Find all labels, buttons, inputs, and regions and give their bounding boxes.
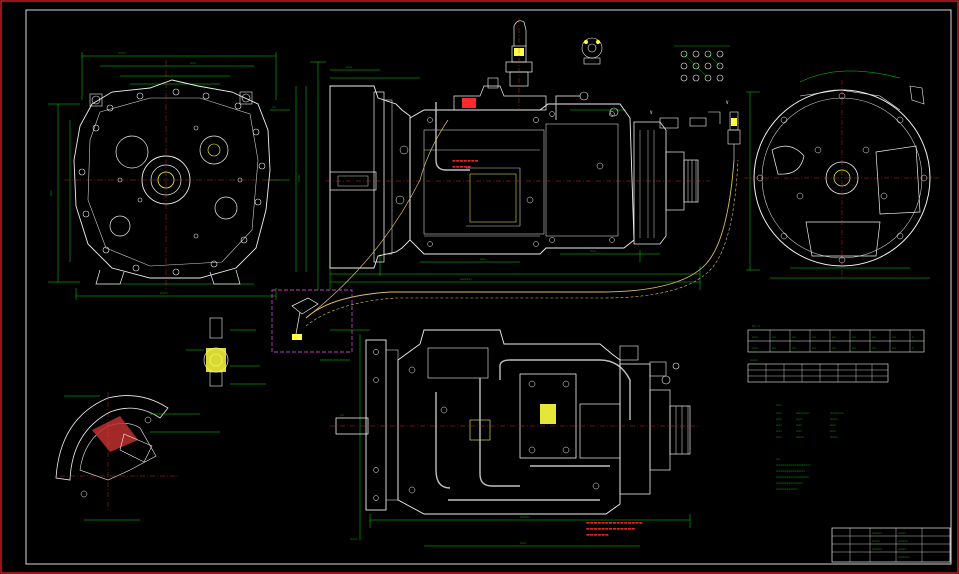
svg-text:▭▭▭▭▭▭▭▭▭▭▭▭▭▭▭▭▭▭: ▭▭▭▭▭▭▭▭▭▭▭▭▭▭▭▭▭▭ xyxy=(776,463,811,467)
svg-text:▭▭▭: ▭▭▭ xyxy=(776,435,782,439)
svg-text:▭▭▭▭: ▭▭▭▭ xyxy=(350,537,358,541)
svg-text:▭▭▭▭▭▭▭▭▭▭▭▭▭▭▭▭▭: ▭▭▭▭▭▭▭▭▭▭▭▭▭▭▭▭▭ xyxy=(776,475,809,479)
svg-text:▭▭▭▭▭: ▭▭▭▭▭ xyxy=(520,515,530,519)
svg-text:▭▭▭: ▭▭▭ xyxy=(796,423,802,427)
green-notes: ▭▭ ▭▭▭▭▭▭▭▭▭▭▭▭▭▭▭▭▭▭ ▭▭▭▭▭▭▭▭▭▭▭▭▭▭▭ ▭▭… xyxy=(776,457,811,491)
svg-text:▭▭: ▭▭ xyxy=(832,346,836,350)
svg-text:▭▭▭▭▭▭: ▭▭▭▭▭▭ xyxy=(898,555,910,559)
svg-text:▭▭: ▭▭ xyxy=(852,346,856,350)
parameter-table: ▭▭ ▭ ▭▭▭▭▭▭▭ ▭▭▭▭▭▭ ▭▭▭▭▭ ▭▭▭▭▭▭▭ ▭▭▭▭▭▭… xyxy=(747,324,925,353)
vertical-label-left: V xyxy=(650,110,653,115)
front-end-view: ▭▭▭▭ ▭▭▭ ▭▭▭ ▭▭▭▭ ▭▭ xyxy=(48,51,290,300)
svg-text:▭▭: ▭▭ xyxy=(872,335,876,339)
svg-text:▬▬▬▬▬▬: ▬▬▬▬▬▬ xyxy=(586,532,609,537)
svg-text:▭▭▭: ▭▭▭ xyxy=(590,249,596,253)
svg-text:▭▭▭: ▭▭▭ xyxy=(480,257,486,261)
vertical-label-right: V xyxy=(726,100,729,105)
svg-text:▭▭: ▭▭ xyxy=(772,335,776,339)
svg-text:▭▭▭: ▭▭▭ xyxy=(776,417,782,421)
svg-text:▭▭▭▭: ▭▭▭▭ xyxy=(750,358,758,362)
svg-text:▬▬▬▬▬▬▬: ▬▬▬▬▬▬▬ xyxy=(452,158,479,163)
svg-text:▭▭: ▭▭ xyxy=(340,413,344,417)
svg-text:▭▭: ▭▭ xyxy=(892,335,896,339)
svg-text:▭▭▭▭▭▭▭▭▭▭▭▭▭▭▭: ▭▭▭▭▭▭▭▭▭▭▭▭▭▭▭ xyxy=(776,469,805,473)
inner-drawing-frame xyxy=(25,9,952,565)
svg-text:▭▭▭: ▭▭▭ xyxy=(776,411,782,415)
svg-text:▬▬▬▬▬▬▬▬▬▬▬▬▬▬▬: ▬▬▬▬▬▬▬▬▬▬▬▬▬▬▬ xyxy=(586,520,643,525)
svg-text:▭▭: ▭▭ xyxy=(776,457,780,461)
svg-text:▭▭▭▭▭▭▭▭▭▭▭▭▭▭: ▭▭▭▭▭▭▭▭▭▭▭▭▭▭ xyxy=(776,481,803,485)
svg-text:▭▭▭: ▭▭▭ xyxy=(752,346,758,350)
svg-text:▭: ▭ xyxy=(912,335,914,339)
svg-text:▭▭▭: ▭▭▭ xyxy=(190,61,196,65)
shift-lever-detail xyxy=(186,317,266,387)
svg-text:▭▭▭▭▭▭▭▭▭▭▭: ▭▭▭▭▭▭▭▭▭▭▭ xyxy=(776,487,797,491)
svg-text:▭▭: ▭▭ xyxy=(892,346,896,350)
spec-list: ▭▭▭ ▭▭▭▭▭▭▭▭▭▭▭▭▭▭▭▭▭ ▭▭▭▭▭▭▭▭▭▭ ▭▭▭▭▭▭▭… xyxy=(776,403,844,439)
svg-text:▭▭: ▭▭ xyxy=(792,335,796,339)
svg-text:▭▭▭: ▭▭▭ xyxy=(776,403,782,407)
plan-view: ▭▭▭▭▭ ▭▭ ▭▭▭▭ ▭▭▭ ▬▬▬▬▬▬▬▬▬▬▬▬▬▬▬ ▬▬▬▬▬▬… xyxy=(320,329,700,547)
svg-text:▭▭▭▭▭: ▭▭▭▭▭ xyxy=(872,547,882,551)
ratio-table: ▭▭▭▭ xyxy=(747,358,889,383)
svg-text:▭▭▭▭: ▭▭▭▭ xyxy=(796,435,804,439)
title-block: ▭▭▭▭▭▭▭▭▭ ▭▭▭▭▭▭▭▭▭ ▭▭▭▭▭▭▭▭▭ ▭▭▭▭▭▭ xyxy=(831,527,951,563)
svg-text:▭▭▭▭: ▭▭▭▭ xyxy=(297,174,301,182)
svg-text:▭▭▭▭: ▭▭▭▭ xyxy=(118,51,126,55)
svg-text:▭▭▭▭: ▭▭▭▭ xyxy=(898,531,906,535)
svg-text:▭▭ ▭: ▭▭ ▭ xyxy=(752,324,760,328)
svg-text:▭▭▭: ▭▭▭ xyxy=(776,423,782,427)
svg-text:▭▭▭▭: ▭▭▭▭ xyxy=(160,291,168,295)
svg-text:▭▭▭: ▭▭▭ xyxy=(796,429,802,433)
svg-text:▭▭▭: ▭▭▭ xyxy=(776,429,782,433)
svg-text:▭▭▭▭▭: ▭▭▭▭▭ xyxy=(872,531,882,535)
svg-text:▭▭▭▭: ▭▭▭▭ xyxy=(830,435,838,439)
svg-text:▬▬▬▬▬▬▬▬▬▬▬▬▬: ▬▬▬▬▬▬▬▬▬▬▬▬▬ xyxy=(586,526,635,531)
svg-text:▭: ▭ xyxy=(912,346,914,350)
wiring-harness xyxy=(305,119,739,327)
svg-text:▭▭▭: ▭▭▭ xyxy=(752,335,758,339)
svg-text:▭▭▭▭▭▭▭: ▭▭▭▭▭▭▭ xyxy=(796,411,810,415)
svg-text:▭▭: ▭▭ xyxy=(812,335,816,339)
section-detail xyxy=(55,392,220,521)
svg-text:▭▭▭: ▭▭▭ xyxy=(346,65,352,69)
svg-text:▭▭: ▭▭ xyxy=(812,346,816,350)
svg-text:▭▭▭: ▭▭▭ xyxy=(49,190,53,196)
svg-text:▭▭▭▭▭: ▭▭▭▭▭ xyxy=(898,539,908,543)
svg-text:▭▭▭▭▭▭: ▭▭▭▭▭▭ xyxy=(460,277,472,281)
svg-text:▬▬▬▬▬: ▬▬▬▬▬ xyxy=(452,164,471,169)
svg-text:▭▭▭▭: ▭▭▭▭ xyxy=(830,417,838,421)
side-elevation-view: ▬▬▬▬▬▬▬ ▬▬▬▬▬ ▭▭▭ ▭▭▭▭▭▭ ▭▭▭ ▭▭▭▭ ▭▭▭ V … xyxy=(295,18,741,290)
svg-text:▭▭: ▭▭ xyxy=(792,346,796,350)
svg-text:▭▭: ▭▭ xyxy=(852,335,856,339)
rear-end-view xyxy=(744,70,940,280)
svg-text:▭▭: ▭▭ xyxy=(872,346,876,350)
svg-text:▭▭▭▭: ▭▭▭▭ xyxy=(898,547,906,551)
svg-text:▭▭: ▭▭ xyxy=(772,346,776,350)
svg-text:▭▭▭: ▭▭▭ xyxy=(520,541,526,545)
switch-pin-diagram xyxy=(581,37,730,82)
svg-text:▭▭: ▭▭ xyxy=(272,105,276,109)
connector-detail-box xyxy=(271,289,353,353)
red-note: ▬▬▬▬▬▬▬▬▬▬▬▬▬▬▬ ▬▬▬▬▬▬▬▬▬▬▬▬▬ ▬▬▬▬▬▬ xyxy=(586,520,643,537)
svg-text:▭▭▭: ▭▭▭ xyxy=(796,417,802,421)
svg-text:▭▭▭▭: ▭▭▭▭ xyxy=(872,539,880,543)
svg-text:▭▭▭▭▭▭▭: ▭▭▭▭▭▭▭ xyxy=(830,411,844,415)
svg-text:▭▭▭: ▭▭▭ xyxy=(830,423,836,427)
svg-text:▭▭▭: ▭▭▭ xyxy=(830,429,836,433)
svg-text:▭▭: ▭▭ xyxy=(832,335,836,339)
